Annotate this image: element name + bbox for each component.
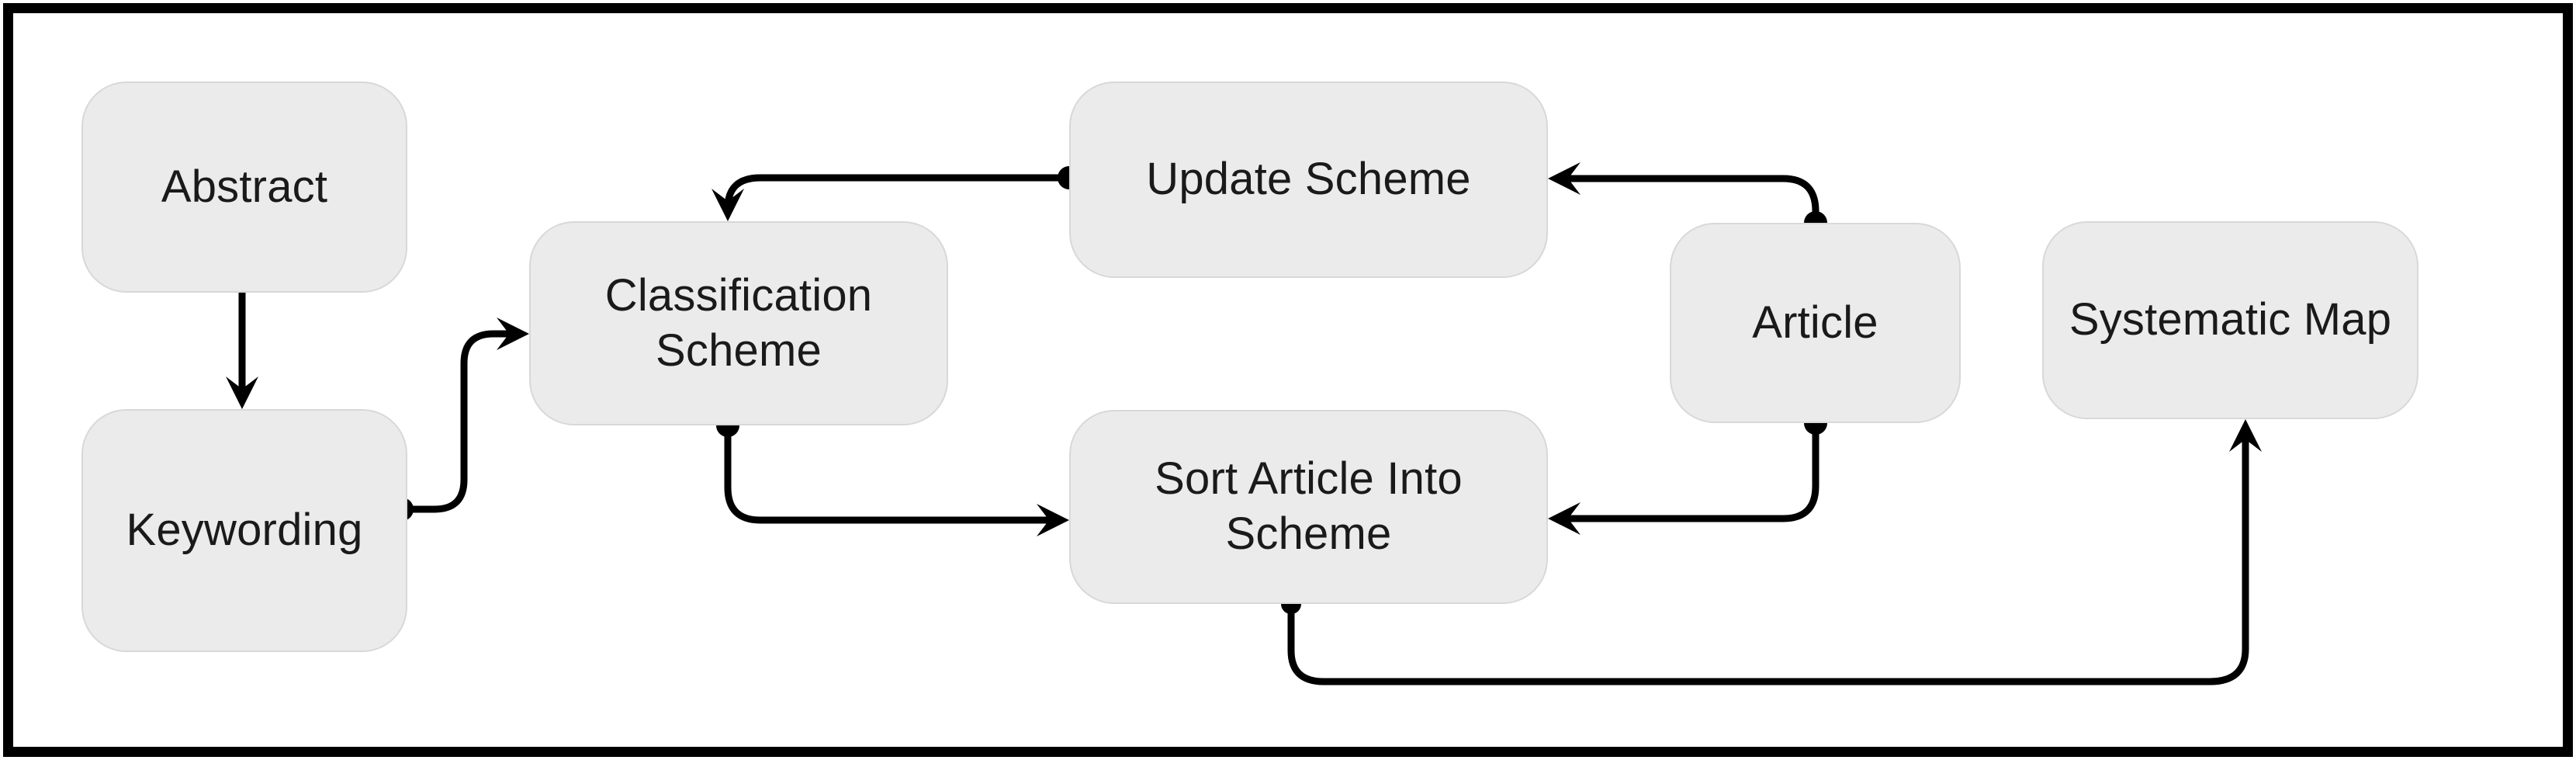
node-label-classification-scheme: Classification Scheme — [604, 269, 873, 376]
node-label-update-scheme: Update Scheme — [1146, 154, 1471, 205]
edge-arrowhead-article-to-sort-article — [1548, 502, 1581, 535]
edge-line-keywording-to-classification-scheme — [403, 330, 518, 513]
node-label-sort-article-into-scheme: Sort Article Into Scheme — [1155, 453, 1463, 559]
node-label-systematic-map: Systematic Map — [2069, 294, 2392, 345]
edge-arrowhead-sort-article-to-systematic-map — [2229, 419, 2262, 452]
edge-line-classification-scheme-to-sort-article — [724, 427, 1058, 524]
edge-line-article-to-sort-article — [1559, 425, 1819, 522]
edge-line-article-to-update-scheme — [1559, 175, 1819, 221]
node-label-article: Article — [1752, 297, 1878, 348]
edge-arrowhead-article-to-update-scheme — [1548, 162, 1581, 195]
node-label-abstract: Abstract — [161, 161, 328, 212]
node-article[interactable]: Article — [1670, 223, 1961, 423]
edge-arrowhead-update-scheme-to-classification-scheme — [712, 189, 744, 221]
node-label-keywording: Keywording — [126, 505, 363, 556]
node-update-scheme[interactable]: Update Scheme — [1069, 82, 1548, 278]
node-classification-scheme[interactable]: Classification Scheme — [529, 221, 948, 425]
edge-arrowhead-abstract-to-keywording — [226, 377, 258, 409]
node-sort-article-into-scheme[interactable]: Sort Article Into Scheme — [1069, 410, 1548, 604]
node-keywording[interactable]: Keywording — [81, 409, 407, 652]
node-systematic-map[interactable]: Systematic Map — [2042, 221, 2418, 419]
edge-keywording-to-classification-scheme — [390, 318, 529, 521]
edge-arrowhead-keywording-to-classification-scheme — [497, 318, 529, 350]
edge-article-to-sort-article — [1548, 411, 1827, 535]
edge-arrowhead-classification-scheme-to-sort-article — [1037, 504, 1069, 536]
edge-line-update-scheme-to-classification-scheme — [724, 174, 1066, 212]
edge-classification-scheme-to-sort-article — [716, 414, 1069, 536]
edge-update-scheme-to-classification-scheme — [712, 166, 1081, 221]
node-abstract[interactable]: Abstract — [81, 82, 407, 293]
